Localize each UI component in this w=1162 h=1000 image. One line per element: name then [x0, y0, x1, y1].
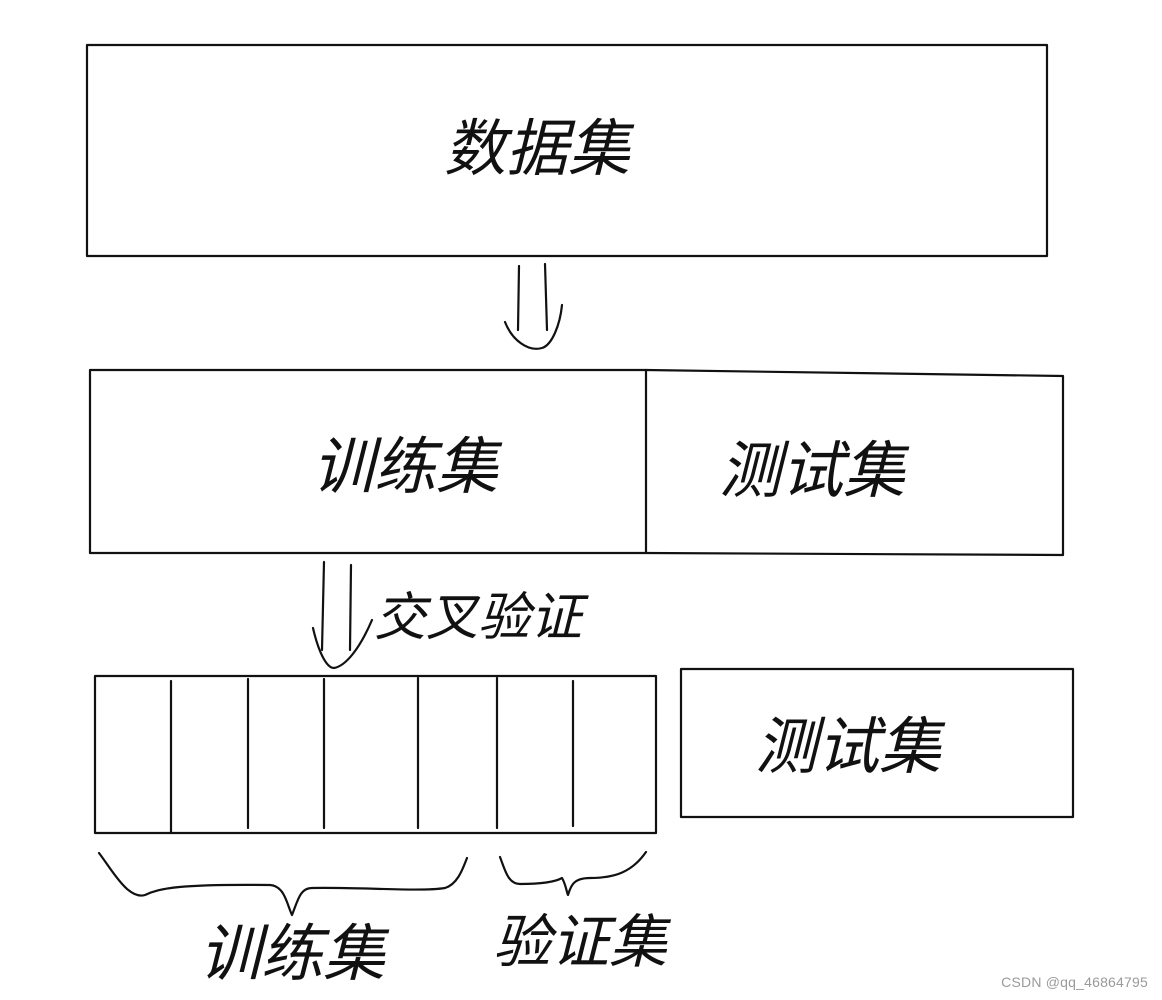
train-test-box	[88, 368, 1065, 557]
test-label-top: 测试集	[719, 434, 910, 507]
validation-brace	[498, 850, 648, 897]
dataset-label: 数据集	[444, 112, 635, 185]
test-label-bottom: 测试集	[755, 710, 946, 783]
split-arrow	[503, 262, 564, 350]
folds-box	[93, 674, 658, 835]
cross-validation-arrow	[311, 560, 374, 670]
fold-train-label: 训练集	[199, 917, 390, 990]
fold-dividers	[169, 676, 575, 835]
watermark: CSDN @qq_46864795	[1001, 974, 1148, 990]
fold-validation-label: 验证集	[493, 908, 672, 976]
cross-validation-label: 交叉验证	[374, 588, 589, 648]
test-box-bottom	[679, 667, 1075, 819]
train-label: 训练集	[312, 430, 503, 503]
dataset-box	[85, 43, 1049, 258]
train-brace	[97, 851, 469, 917]
